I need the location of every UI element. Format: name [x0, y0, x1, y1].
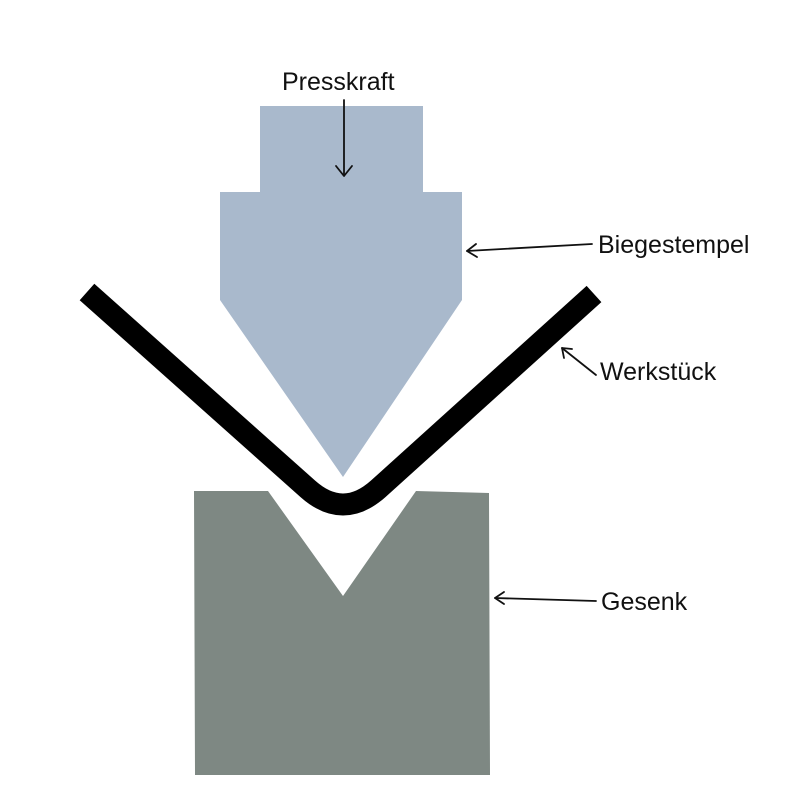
- die-pointer-arrow: [494, 591, 597, 605]
- label-workpiece: Werkstück: [600, 358, 717, 386]
- press-force-arrow: [335, 99, 353, 177]
- workpiece-sheet: [79, 283, 602, 516]
- punch-shape: [220, 106, 462, 477]
- label-punch: Biegestempel: [598, 231, 749, 259]
- label-press-force: Presskraft: [282, 68, 395, 96]
- label-die: Gesenk: [601, 588, 688, 616]
- punch-pointer-arrow: [466, 243, 593, 258]
- die-shape: [194, 491, 490, 775]
- workpiece-pointer-arrow: [561, 347, 597, 376]
